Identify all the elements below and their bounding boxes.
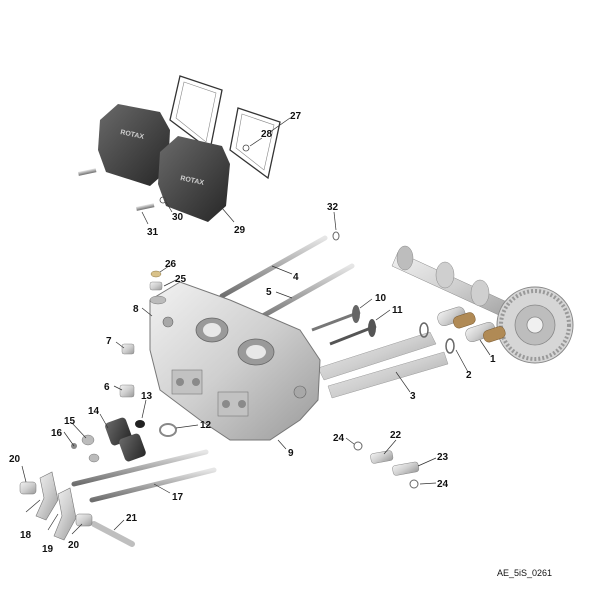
callout-1: 1	[490, 354, 496, 365]
callout-28: 28	[261, 129, 273, 140]
tappets	[419, 306, 506, 354]
callout-25: 25	[175, 274, 187, 285]
callout-27: 27	[290, 111, 302, 122]
callout-22: 22	[390, 430, 402, 441]
callout-10: 10	[375, 293, 387, 304]
callout-26: 26	[165, 259, 177, 270]
callout-16: 16	[51, 428, 63, 439]
callout-18: 18	[20, 530, 32, 541]
cover-logo-2: ROTAX	[180, 175, 205, 187]
valves	[311, 305, 377, 346]
callouts: 1 2 3 4 5 6 7 8 9 10 11 12 13 14 15 16 1…	[9, 111, 496, 555]
diagram-reference-code: AE_5iS_0261	[496, 568, 552, 578]
leader-lines	[21, 117, 491, 535]
callout-24b: 24	[437, 479, 449, 490]
valve-covers: ROTAX ROTAX	[98, 104, 250, 222]
callout-14: 14	[88, 406, 100, 417]
cylinder-head	[149, 281, 321, 441]
callout-30: 30	[172, 212, 184, 223]
callout-20b: 20	[68, 540, 80, 551]
callout-31: 31	[147, 227, 159, 238]
callout-15: 15	[64, 416, 76, 427]
callout-19: 19	[42, 544, 54, 555]
cover-bolts	[78, 168, 155, 211]
rocker-arms	[19, 471, 93, 541]
springs-and-retainers	[71, 417, 177, 463]
callout-17: 17	[172, 492, 184, 503]
callout-24a: 24	[333, 433, 345, 444]
callout-2: 2	[466, 370, 472, 381]
callout-21: 21	[126, 513, 138, 524]
callout-3: 3	[410, 391, 416, 402]
callout-11: 11	[392, 305, 403, 316]
callout-7: 7	[106, 336, 112, 347]
callout-9: 9	[288, 448, 294, 459]
pushrods	[219, 235, 355, 325]
callout-29: 29	[234, 225, 246, 236]
small-parts-22-24	[353, 441, 420, 489]
rocker-shafts	[71, 449, 217, 547]
tubes	[317, 331, 449, 399]
callout-5: 5	[266, 287, 272, 298]
callout-4: 4	[293, 272, 299, 283]
cover-logo-1: ROTAX	[120, 129, 145, 141]
callout-8: 8	[133, 304, 139, 315]
callout-6: 6	[104, 382, 110, 393]
camshaft	[391, 245, 574, 364]
callout-32: 32	[327, 202, 339, 213]
callout-20a: 20	[9, 454, 21, 465]
callout-13: 13	[141, 391, 153, 402]
callout-23: 23	[437, 452, 449, 463]
callout-12: 12	[200, 420, 212, 431]
fittings	[119, 231, 340, 398]
